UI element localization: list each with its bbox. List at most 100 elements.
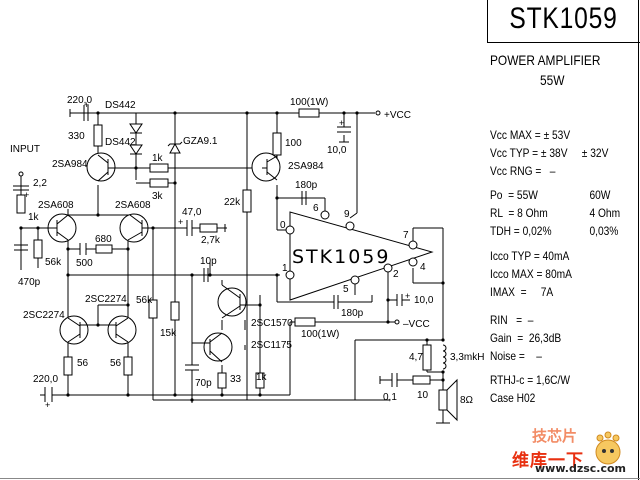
label-2sa984-left: 2SA984 <box>52 159 88 170</box>
label-c-220-top: 220,0 <box>67 95 92 106</box>
label-330: 330 <box>68 131 85 142</box>
label-100: 100 <box>285 138 302 149</box>
subtitle: POWER AMPLIFIER <box>490 52 601 68</box>
spec-imax: IMAX = 7A <box>490 285 554 299</box>
label-10: 10 <box>417 390 429 401</box>
capacitor-220-bot <box>40 387 55 402</box>
label-500: 500 <box>76 258 93 269</box>
resistor-100 <box>272 132 282 156</box>
label-ds442-b: DS442 <box>105 137 136 148</box>
resistor-100-1w-bot <box>294 317 316 327</box>
frame-border-right <box>638 0 639 480</box>
pin-label-2: 2 <box>393 269 399 280</box>
label-10-top: 10,0 <box>327 145 347 156</box>
spec-tdh: TDH = 0,02%0,03% <box>490 224 619 238</box>
label-ds442-a: DS442 <box>105 100 136 111</box>
label-15k: 15k <box>160 328 177 339</box>
resistor-22k <box>242 189 252 213</box>
pin-1 <box>285 270 295 280</box>
label-vcc-pos: +VCC <box>384 110 411 121</box>
capacitor-470p <box>14 244 28 251</box>
label-8-ohm: 8Ω <box>460 395 474 406</box>
label-1k-input: 1k <box>28 212 40 223</box>
spec-vcc-typ: Vcc TYP = ± 38V± 32V <box>490 146 609 160</box>
spec-icco-max: Icco MAX = 80mA <box>490 267 572 281</box>
svg-text:+: + <box>84 100 89 110</box>
component-labels: 220,0 + DS442 330 DS442 GZA9.1 1k 3k 2SA… <box>10 95 484 410</box>
label-180p-bot: 180p <box>341 308 364 319</box>
resistors <box>16 108 432 389</box>
transistor-2sc1175 <box>203 332 233 362</box>
capacitor-10-bot <box>396 294 403 306</box>
label-0-1: 0,1 <box>383 392 397 403</box>
label-10p: 10p <box>200 256 217 267</box>
capacitor-180p-bot <box>333 295 339 309</box>
resistor-1k-bias <box>149 163 169 173</box>
pin-label-7: 7 <box>403 230 409 241</box>
pin-label-9: 9 <box>344 209 350 220</box>
label-470p: 470p <box>18 277 41 288</box>
resistor-10 <box>412 375 431 385</box>
power-rating: 55W <box>540 72 565 88</box>
mascot-icon <box>595 431 621 465</box>
speaker-8ohm <box>438 378 458 422</box>
label-56k-mid: 56k <box>136 295 153 306</box>
label-2sa984-right: 2SA984 <box>288 161 324 172</box>
pin-4 <box>408 257 418 267</box>
capacitor-70p <box>185 364 199 380</box>
resistor-56-a <box>63 356 73 376</box>
svg-text:+: + <box>45 400 50 410</box>
frame-border-bottom <box>0 478 640 479</box>
svg-text:+: + <box>24 190 29 200</box>
label-56-b: 56 <box>110 358 122 369</box>
label-2-7k: 2,7k <box>201 235 221 246</box>
capacitor-10-top <box>337 126 351 143</box>
vcc-pos-terminal <box>375 110 381 116</box>
label-180p-top: 180p <box>295 180 318 191</box>
label-3k: 3k <box>152 191 164 202</box>
resistor-1k-low <box>255 372 265 389</box>
watermark-url: www.dzsc.com <box>535 462 627 475</box>
label-3-3mkh: 3,3mkH <box>450 352 484 363</box>
zener-gza9-1 <box>169 142 181 154</box>
label-70p: 70p <box>195 378 212 389</box>
capacitor-500 <box>79 243 87 255</box>
pin-label-4: 4 <box>420 262 426 273</box>
label-1k-low: 1k <box>256 372 268 383</box>
capacitors <box>13 105 403 402</box>
label-680: 680 <box>95 234 112 245</box>
spec-rthj: RTHJ-c = 1,6C/W <box>490 373 571 387</box>
transistor-2sc1570 <box>217 287 247 317</box>
label-c-220-bot: 220,0 <box>33 374 58 385</box>
spec-vcc-max: Vcc MAX = ± 53V <box>490 128 571 142</box>
pin-7 <box>408 240 418 250</box>
label-2sc2274-a: 2SC2274 <box>23 310 65 321</box>
junctions <box>19 111 445 402</box>
capacitor-47 <box>185 220 193 236</box>
chip-label: STK1059 <box>292 246 390 268</box>
capacitor-220-top <box>69 105 96 121</box>
label-input: INPUT <box>10 144 40 155</box>
pin-9 <box>345 221 355 231</box>
spec-case: Case H02 <box>490 391 536 405</box>
resistor-100-1w-top <box>298 108 320 118</box>
transistor-2sc2274-a <box>59 315 89 345</box>
label-56k-input: 56k <box>45 257 62 268</box>
pin-label-1: 1 <box>282 263 288 274</box>
pin-label-6: 6 <box>313 203 319 214</box>
label-2sa608-b: 2SA608 <box>115 200 151 211</box>
diodes <box>129 123 183 155</box>
resistor-2-7k <box>199 223 218 233</box>
resistor-3k <box>149 178 169 188</box>
capacitor-10p <box>203 268 209 282</box>
transistor-2sa984-right <box>251 152 281 182</box>
spec-rin: RIN = – <box>490 313 534 327</box>
stk-chip: STK1059 <box>277 210 434 301</box>
pin-6 <box>320 210 330 220</box>
svg-text:+: + <box>405 291 410 301</box>
label-2sc1175: 2SC1175 <box>251 340 292 351</box>
inductor-3-3mkh <box>442 344 447 370</box>
